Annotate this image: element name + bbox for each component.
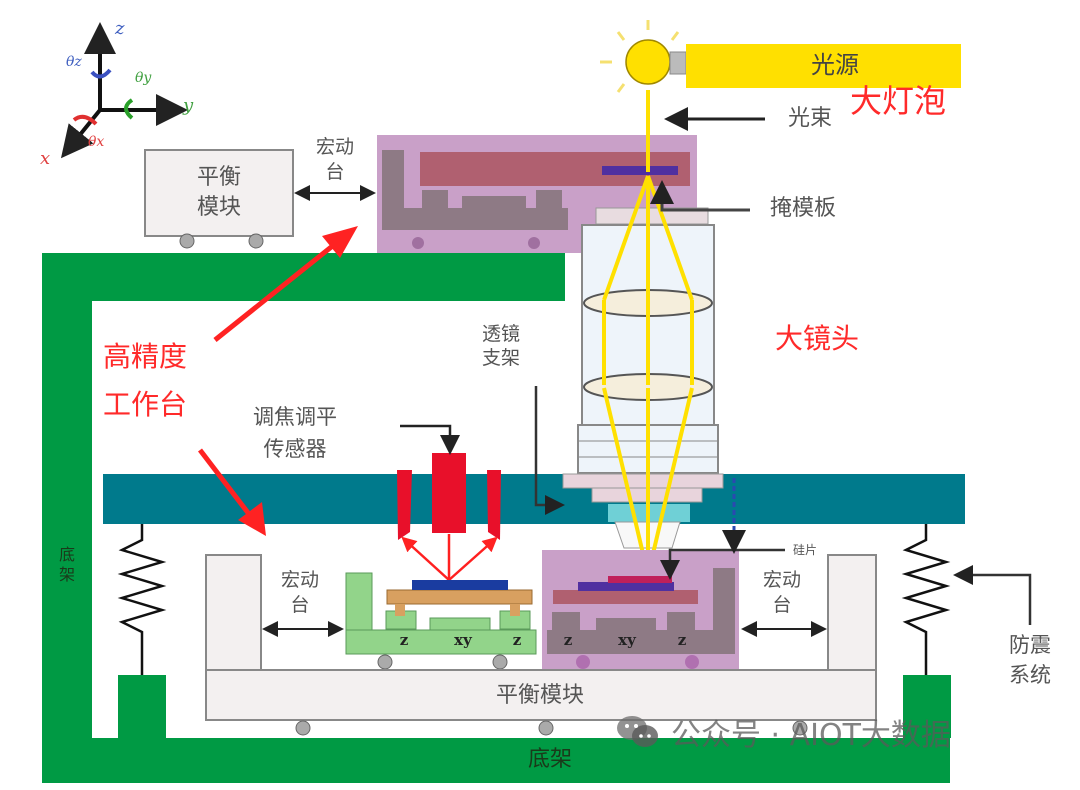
axis-x-label: x xyxy=(40,148,51,169)
axis-z-label: z xyxy=(115,18,125,39)
theta-z-label: θz xyxy=(66,54,82,70)
top-balance-module xyxy=(144,149,294,237)
base-frame-label: 底架 xyxy=(527,747,572,772)
wafer-stage-left xyxy=(345,572,537,670)
theta-x-label: θx xyxy=(88,134,105,150)
mask-plate xyxy=(602,166,678,175)
lens-annotation: 大镜头 xyxy=(775,322,860,355)
bottom-left-macro-label-2: 台 xyxy=(290,594,310,616)
wechat-icon xyxy=(617,716,658,747)
light-bulb-icon xyxy=(600,20,687,93)
metrology-frame xyxy=(103,474,965,524)
axis-y-label: y xyxy=(183,95,194,116)
axis-icon xyxy=(60,22,188,159)
beam-label: 光束 xyxy=(787,106,832,131)
bottom-balance-module xyxy=(205,669,877,721)
watermark: 公众号 · AIOT大数据 xyxy=(615,710,951,754)
bottom-balance-module-label: 平衡模块 xyxy=(495,683,584,708)
workstage-annotation-2: 工作台 xyxy=(103,388,188,421)
bulb-annotation: 大灯泡 xyxy=(850,82,947,120)
left-stage-xy: xy xyxy=(454,631,472,649)
focus-sensor xyxy=(397,424,501,581)
bottom-right-macro-label-1: 宏动 xyxy=(762,569,801,591)
workstage-annotation-1: 高精度 xyxy=(103,340,188,373)
right-stage-z2: z xyxy=(677,631,687,649)
lens-holder-label-1: 透镜 xyxy=(481,323,520,345)
spring-right-icon xyxy=(901,524,951,675)
top-macro-stage-label-2: 台 xyxy=(325,161,345,183)
bottom-right-macro-label-2: 台 xyxy=(772,594,792,616)
right-stage-z1: z xyxy=(563,631,573,649)
mask-label: 掩模板 xyxy=(769,196,836,221)
light-beam xyxy=(602,90,694,576)
left-stage-z1: z xyxy=(399,631,409,649)
watermark-text: 公众号 · AIOT大数据 xyxy=(671,718,951,753)
right-stage-xy: xy xyxy=(618,631,636,649)
side-frame-label: 底 架 xyxy=(58,545,75,584)
spring-left-icon xyxy=(117,524,167,675)
wafer-label: 硅片 xyxy=(792,543,817,557)
annotation-arrow-icon xyxy=(198,226,358,536)
light-source-bar xyxy=(686,44,961,88)
base-frame xyxy=(42,253,951,783)
wafer-stage-right xyxy=(542,550,739,670)
theta-y-label: θy xyxy=(135,70,152,86)
top-macro-stage-label-1: 宏动 xyxy=(315,136,354,158)
vibration-label-1: 防震 xyxy=(1009,633,1051,657)
top-balance-module-label: 平衡 模块 xyxy=(196,165,241,220)
lens-holder-label-2: 支架 xyxy=(481,347,520,369)
sensor-label-2: 传感器 xyxy=(263,437,327,461)
sensor-label-1: 调焦调平 xyxy=(253,405,337,429)
bottom-left-macro-label-1: 宏动 xyxy=(280,569,319,591)
vibration-label-2: 系统 xyxy=(1009,663,1051,687)
left-stage-z2: z xyxy=(512,631,522,649)
light-source-label: 光源 xyxy=(811,51,859,79)
